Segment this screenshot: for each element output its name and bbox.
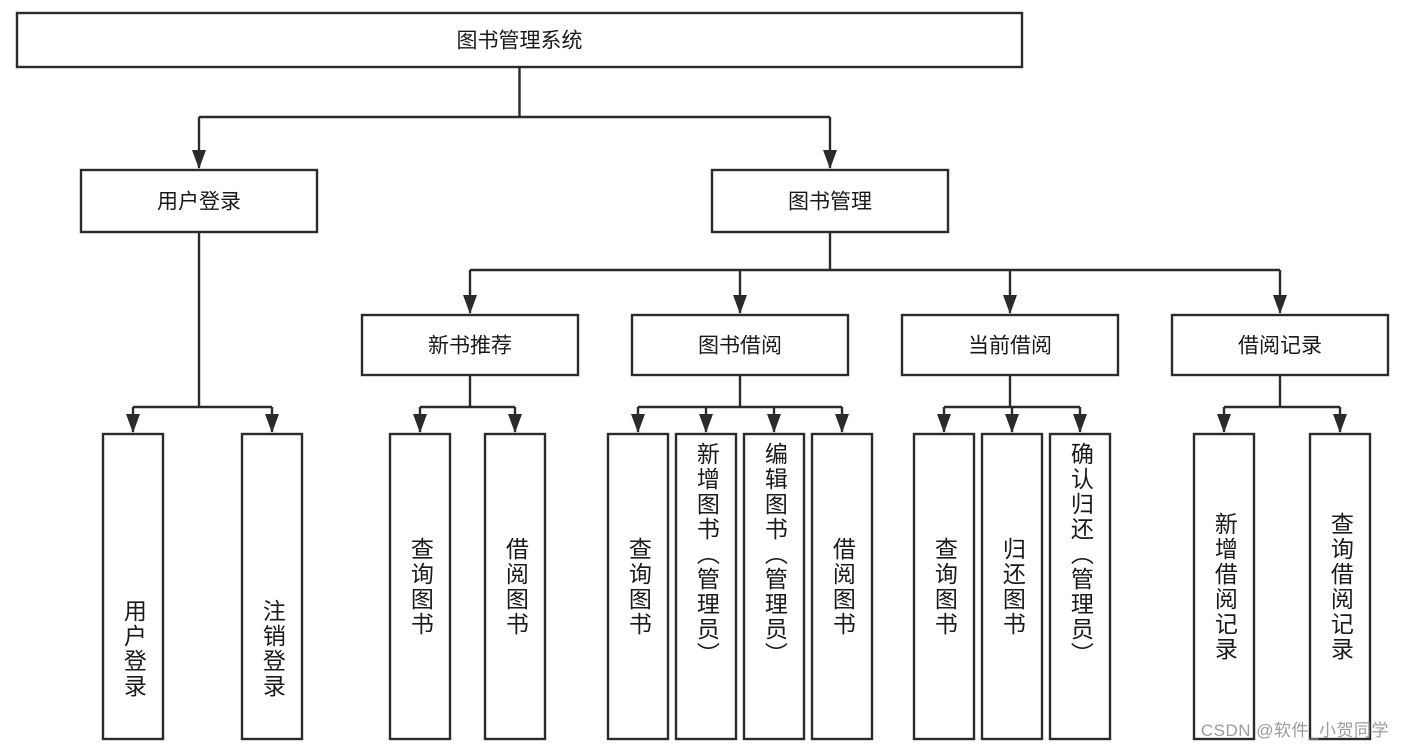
csdn-watermark: CSDN @软件_小贺同学: [1200, 721, 1389, 740]
arrow-head-icon: [265, 414, 279, 433]
arrow-head-icon: [631, 414, 645, 433]
arrow-head-icon: [192, 150, 206, 169]
node-label-level3-0: 新书推荐: [428, 335, 512, 358]
arrow-head-icon: [699, 414, 713, 433]
node-box-root: [15, 11, 1024, 69]
node-box-level3-2: [900, 313, 1120, 377]
node-label-root: 图书管理系统: [457, 30, 583, 53]
node-box-leaf-12: [1308, 432, 1372, 741]
node-box-leaf-3: [483, 432, 547, 741]
node-box-leaf-9: [980, 432, 1044, 741]
node-box-leaf-1: [240, 432, 304, 741]
node-box-level2-0: [79, 168, 319, 234]
arrow-head-icon: [1273, 295, 1287, 314]
node-box-level3-3: [1170, 313, 1390, 377]
node-box-leaf-10: [1048, 432, 1112, 741]
node-box-leaf-5: [674, 432, 738, 741]
node-box-leaf-8: [912, 432, 976, 741]
arrow-head-icon: [413, 414, 427, 433]
node-box-leaf-11: [1192, 432, 1256, 741]
node-box-leaf-0: [101, 432, 165, 741]
connector-lines: [126, 67, 1347, 433]
node-box-leaf-7: [810, 432, 874, 741]
arrow-head-icon: [823, 150, 837, 169]
node-label-level2-1: 图书管理: [788, 191, 872, 214]
node-box-level2-1: [710, 168, 950, 234]
arrow-head-icon: [508, 414, 522, 433]
node-label-level2-0: 用户登录: [157, 191, 241, 214]
node-boxes: [15, 11, 1390, 741]
node-label-level3-1: 图书借阅: [698, 335, 782, 358]
node-box-level3-1: [630, 313, 850, 377]
node-box-leaf-6: [742, 432, 806, 741]
arrow-head-icon: [1217, 414, 1231, 433]
node-box-level3-0: [360, 313, 580, 377]
arrow-head-icon: [1005, 414, 1019, 433]
arrow-head-icon: [733, 295, 747, 314]
node-box-leaf-2: [388, 432, 452, 741]
node-label-level3-3: 借阅记录: [1238, 335, 1322, 358]
arrow-head-icon: [463, 295, 477, 314]
arrow-head-icon: [1333, 414, 1347, 433]
arrow-head-icon: [1003, 295, 1017, 314]
arrow-head-icon: [937, 414, 951, 433]
arrow-head-icon: [126, 414, 140, 433]
node-label-level3-2: 当前借阅: [968, 335, 1052, 358]
arrow-head-icon: [835, 414, 849, 433]
arrow-head-icon: [767, 414, 781, 433]
node-box-leaf-4: [606, 432, 670, 741]
arrow-head-icon: [1073, 414, 1087, 433]
